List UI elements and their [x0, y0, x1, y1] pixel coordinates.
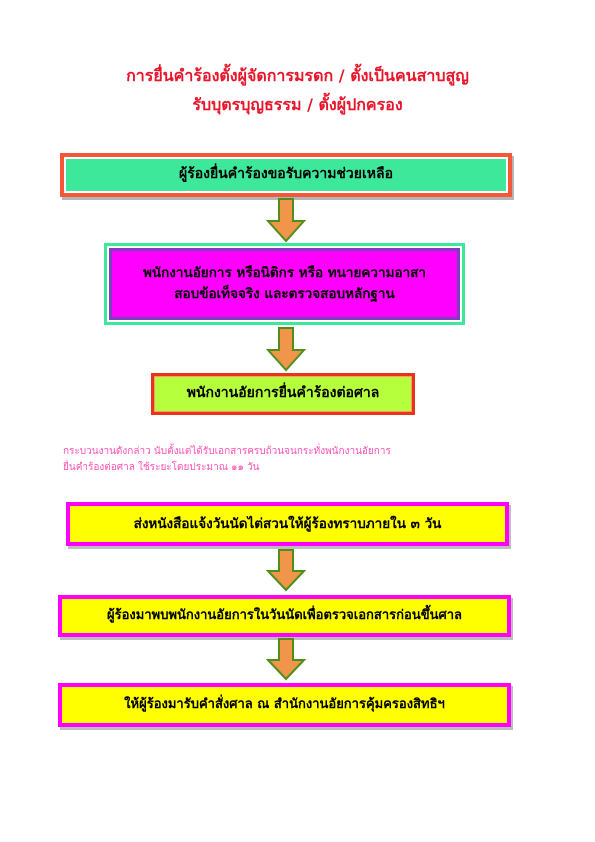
step-1-box: ผู้ร้องยื่นคำร้องขอรับความช่วยเหลือ	[60, 153, 512, 197]
page-title-line-2: รับบุตรบุญธรรม / ตั้งผู้ปกครอง	[192, 95, 403, 114]
arrow-down-icon	[266, 549, 306, 592]
step-4-box: ส่งหนังสือแจ้งวันนัดไต่สวนให้ผู้ร้องทราบ…	[66, 502, 509, 546]
note-line-1: กระบวนงานดังกล่าว นับตั้งแต่ได้รับเอกสาร…	[63, 446, 391, 457]
step-2-text-line-1: พนักงานอัยการ หรือนิติกร หรือ ทนายความอา…	[143, 265, 426, 282]
step-4-text: ส่งหนังสือแจ้งวันนัดไต่สวนให้ผู้ร้องทราบ…	[133, 515, 442, 532]
arrow-down-icon	[266, 638, 306, 681]
step-5-text: ผู้ร้องมาพบพนักงานอัยการในวันนัดเพื่อตรว…	[107, 607, 462, 623]
step-3-text: พนักงานอัยการยื่นคำร้องต่อศาล	[186, 385, 380, 402]
step-5-box: ผู้ร้องมาพบพนักงานอัยการในวันนัดเพื่อตรว…	[58, 595, 511, 637]
step-1-text: ผู้ร้องยื่นคำร้องขอรับความช่วยเหลือ	[179, 166, 393, 183]
step-6-box: ให้ผู้ร้องมารับคำสั่งศาล ณ สำนักงานอัยกา…	[58, 683, 511, 727]
arrow-down-icon	[266, 198, 306, 243]
arrow-down-icon	[266, 327, 306, 372]
processing-time-note: กระบวนงานดังกล่าว นับตั้งแต่ได้รับเอกสาร…	[63, 444, 463, 476]
step-6-text: ให้ผู้ร้องมารับคำสั่งศาล ณ สำนักงานอัยกา…	[124, 696, 445, 712]
step-3-box: พนักงานอัยการยื่นคำร้องต่อศาล	[151, 373, 415, 415]
note-line-2: ยื่นคำร้องต่อศาล ใช้ระยะโดยประมาณ ๑๑ วัน	[63, 462, 260, 473]
step-2-box: พนักงานอัยการ หรือนิติกร หรือ ทนายความอา…	[104, 243, 465, 325]
step-2-text-line-2: สอบข้อเท็จจริง และตรวจสอบหลักฐาน	[174, 286, 395, 302]
page-title-line-1: การยื่นคำร้องตั้งผู้จัดการมรดก / ตั้งเป็…	[126, 66, 469, 85]
